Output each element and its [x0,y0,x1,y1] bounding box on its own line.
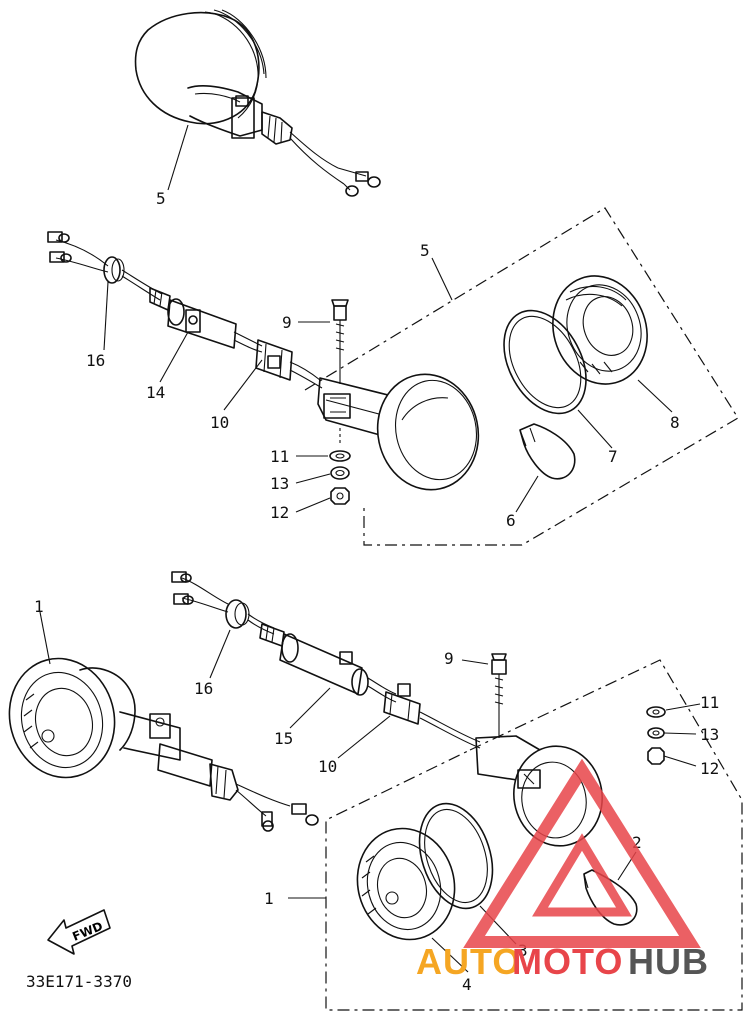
lower-group-boundary [325,659,743,1011]
watermark-auto-text: AUTO [416,941,521,982]
callout-lower-16: 16 [194,679,213,698]
leader-lines [39,124,701,973]
part-code: 33E171-3370 [26,972,132,991]
callout-upper-16: 16 [86,351,105,370]
callout-lower-9: 9 [444,649,454,668]
callout-lower-2: 2 [632,833,642,852]
callout-lower-15: 15 [274,729,293,748]
callout-upper-5: 5 [420,241,430,260]
callout-lower-10: 10 [318,757,337,776]
upper-exploded-assembly [47,207,739,546]
callout-upper-7: 7 [608,447,618,466]
callout-lower-13: 13 [700,725,719,744]
callout-lower-11: 11 [700,693,719,712]
callout-upper-9: 9 [282,313,292,332]
callout-upper-8: 8 [670,413,680,432]
callout-lower-12: 12 [700,759,719,778]
watermark-moto-text: MOTO [512,941,623,982]
fwd-arrow: FWD [47,909,111,955]
callout-upper-12: 12 [270,503,289,522]
callout-lower-1-left: 1 [34,597,44,616]
automotohub-watermark: AUTO MOTO HUB [416,758,709,982]
callout-top-5: 5 [156,189,166,208]
callout-lower-3: 3 [518,941,528,960]
callout-labels: 5 5 9 16 14 10 11 13 12 6 7 8 1 16 15 10… [26,189,719,994]
callout-lower-4: 4 [462,975,472,994]
callout-upper-11: 11 [270,447,289,466]
watermark-triangle-logo [463,758,701,948]
top-turn-signal-assembly [134,9,381,197]
callout-upper-6: 6 [506,511,516,530]
callout-lower-1-box: 1 [264,889,274,908]
callout-upper-13: 13 [270,474,289,493]
callout-upper-10: 10 [210,413,229,432]
upper-group-boundary [304,207,739,546]
watermark-hub-text: HUB [628,941,709,982]
callout-upper-14: 14 [146,383,165,402]
